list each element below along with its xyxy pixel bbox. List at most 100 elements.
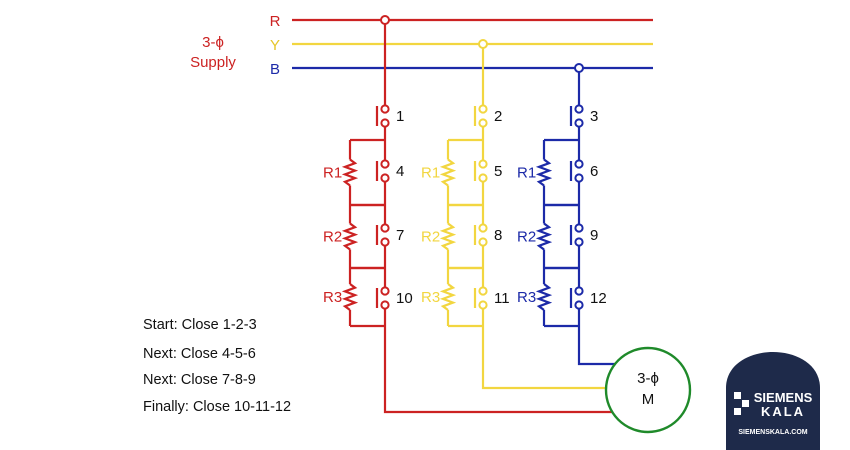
siemenskala-logo: SIEMENS KALA SIEMENSKALA.COM [726, 352, 820, 450]
contact-number-7: 7 [396, 227, 404, 244]
contact-7: 7 [375, 221, 404, 249]
resistor-zigzag [341, 158, 359, 187]
resistor-zigzag [341, 222, 359, 251]
contact-9: 9 [569, 221, 598, 249]
feed-blue [577, 326, 617, 366]
contact-terminal [574, 118, 584, 128]
resistor-r1: R1 [421, 140, 457, 205]
resistor-r3: R3 [421, 268, 457, 326]
contact-6: 6 [569, 157, 598, 185]
resistor-r3: R3 [517, 268, 553, 326]
contact-number-6: 6 [590, 163, 598, 180]
note-next-2: Next: Close 7-8-9 [143, 372, 256, 388]
logo-url: SIEMENSKALA.COM [738, 429, 807, 436]
contact-4: 4 [375, 157, 404, 185]
branch-red: 1 4 R1 7 R2 10 R3 [323, 15, 413, 328]
resistor-zigzag [439, 283, 457, 311]
contact-terminal [380, 300, 390, 310]
contact-terminal [478, 223, 488, 233]
contact-11: 11 [473, 284, 510, 312]
note-start: Start: Close 1-2-3 [143, 317, 257, 333]
resistor-label-r2: R2 [517, 229, 536, 246]
contact-terminal [574, 104, 584, 114]
resistor-label-r2: R2 [323, 229, 342, 246]
resistor-zigzag [439, 222, 457, 251]
contact-terminal [380, 237, 390, 247]
contact-1: 1 [375, 102, 404, 130]
phase-r-label: R [270, 13, 281, 30]
motor-circle [604, 346, 692, 434]
resistor-zigzag [535, 283, 553, 311]
contact-number-5: 5 [494, 163, 502, 180]
contact-terminal [574, 237, 584, 247]
resistor-label-r1: R1 [421, 165, 440, 182]
contact-number-8: 8 [494, 227, 502, 244]
bus-junction [478, 39, 488, 49]
resistor-zigzag [535, 222, 553, 251]
contact-terminal [478, 159, 488, 169]
contact-terminal [380, 286, 390, 296]
resistor-zigzag [341, 283, 359, 311]
resistor-r3: R3 [323, 268, 359, 326]
contact-number-10: 10 [396, 290, 413, 307]
contact-terminal [380, 104, 390, 114]
contact-terminal [478, 118, 488, 128]
branch-blue: 3 6 R1 9 R2 12 R3 [517, 63, 607, 328]
resistor-r1: R1 [323, 140, 359, 205]
resistor-label-r2: R2 [421, 229, 440, 246]
bus-junction [380, 15, 390, 25]
bus-junction [574, 63, 584, 73]
note-next-1: Next: Close 4-5-6 [143, 346, 256, 362]
contact-terminal [478, 237, 488, 247]
logo-brand-top: SIEMENS [754, 390, 813, 405]
resistor-label-r3: R3 [323, 289, 342, 306]
resistor-r2: R2 [323, 205, 359, 268]
contact-terminal [478, 300, 488, 310]
contact-number-3: 3 [590, 108, 598, 125]
contact-number-4: 4 [396, 163, 404, 180]
contact-terminal [478, 104, 488, 114]
contact-12: 12 [569, 284, 607, 312]
contact-3: 3 [569, 102, 598, 130]
contact-8: 8 [473, 221, 502, 249]
resistor-r1: R1 [517, 140, 553, 205]
contact-2: 2 [473, 102, 502, 130]
contact-terminal [574, 286, 584, 296]
contact-5: 5 [473, 157, 502, 185]
contact-10: 10 [375, 284, 413, 312]
contact-number-1: 1 [396, 108, 404, 125]
contact-terminal [574, 300, 584, 310]
branch-yellow: 2 5 R1 8 R2 11 R3 [421, 39, 510, 328]
resistor-label-r3: R3 [421, 289, 440, 306]
contact-number-11: 11 [494, 290, 510, 307]
contact-number-9: 9 [590, 227, 598, 244]
resistor-zigzag [439, 158, 457, 187]
logo-brand-bottom: KALA [761, 404, 805, 419]
phase-b-label: B [270, 61, 280, 78]
motor-label-m: M [642, 391, 655, 408]
feed-yellow [481, 326, 607, 390]
resistor-label-r3: R3 [517, 289, 536, 306]
feed-red [383, 326, 613, 414]
supply-label-line1: 3-ϕ [202, 34, 224, 51]
note-finally: Finally: Close 10-11-12 [143, 399, 291, 415]
contact-number-2: 2 [494, 108, 502, 125]
phase-y-label: Y [270, 37, 280, 54]
motor-label-phase: 3-ϕ [637, 370, 659, 387]
contact-terminal [380, 173, 390, 183]
resistor-label-r1: R1 [323, 165, 342, 182]
contact-terminal [478, 173, 488, 183]
contact-terminal [380, 223, 390, 233]
contact-terminal [574, 223, 584, 233]
supply-label-line2: Supply [190, 54, 236, 71]
contact-terminal [380, 118, 390, 128]
resistor-label-r1: R1 [517, 165, 536, 182]
resistor-r2: R2 [517, 205, 553, 268]
contact-terminal [478, 286, 488, 296]
contact-terminal [574, 173, 584, 183]
contact-terminal [380, 159, 390, 169]
resistor-zigzag [535, 158, 553, 187]
resistor-r2: R2 [421, 205, 457, 268]
contact-number-12: 12 [590, 290, 607, 307]
